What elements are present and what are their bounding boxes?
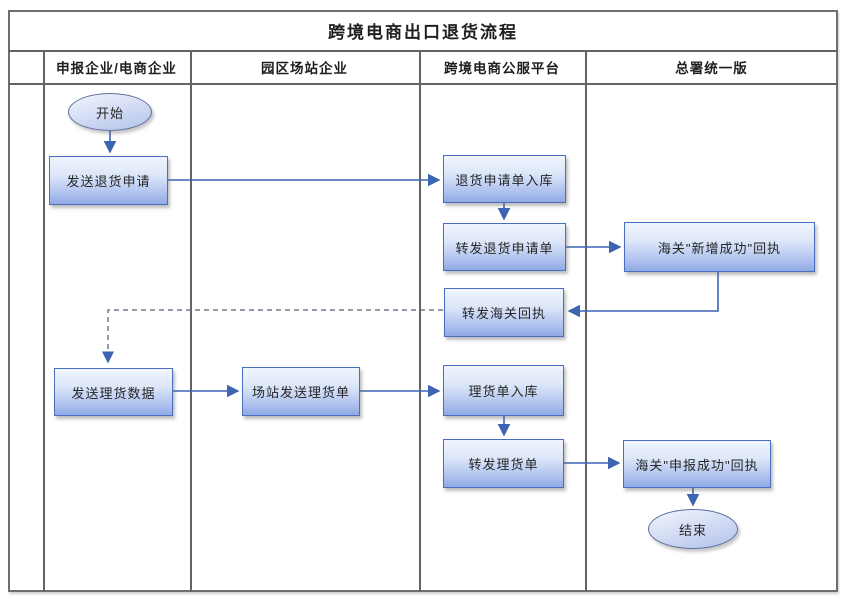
flow-node-forward-tally: 转发理货单 (443, 439, 564, 488)
lane-header-declaring-enterprise: 申报企业/电商企业 (56, 60, 177, 76)
flow-node-send-tally-data: 发送理货数据 (54, 368, 173, 416)
lane-header-public-service-platform: 跨境电商公服平台 (444, 60, 560, 76)
flow-node-start: 开始 (68, 93, 152, 131)
grid-vline-lane3-lane4 (585, 50, 587, 592)
flow-node-return-request-inbound: 退货申请单入库 (443, 155, 566, 203)
table-outer-border (8, 10, 838, 592)
diagram-title: 跨境电商出口退货流程 (328, 22, 518, 42)
grid-vline-lane1-lane2 (190, 50, 192, 592)
flow-node-customs-declare-success-receipt: 海关"申报成功"回执 (623, 440, 771, 488)
flow-node-forward-customs-receipt: 转发海关回执 (444, 288, 564, 337)
flow-node-station-send-tally: 场站发送理货单 (242, 367, 360, 416)
flow-node-forward-return-request: 转发退货申请单 (443, 223, 566, 271)
grid-vline-lane2-lane3 (419, 50, 421, 592)
grid-hline-title-bottom (8, 50, 838, 52)
grid-vline-margin-column (43, 50, 45, 592)
lane-header-park-station-enterprise: 园区场站企业 (261, 60, 348, 76)
flow-node-end: 结束 (648, 509, 738, 549)
flow-node-send-return-request: 发送退货申请 (49, 156, 168, 205)
flow-node-tally-inbound: 理货单入库 (443, 365, 564, 416)
lane-header-gacc-unified-version: 总署统一版 (675, 60, 748, 76)
grid-hline-header-bottom (8, 83, 838, 85)
flow-node-customs-add-success-receipt: 海关"新增成功"回执 (624, 222, 815, 272)
